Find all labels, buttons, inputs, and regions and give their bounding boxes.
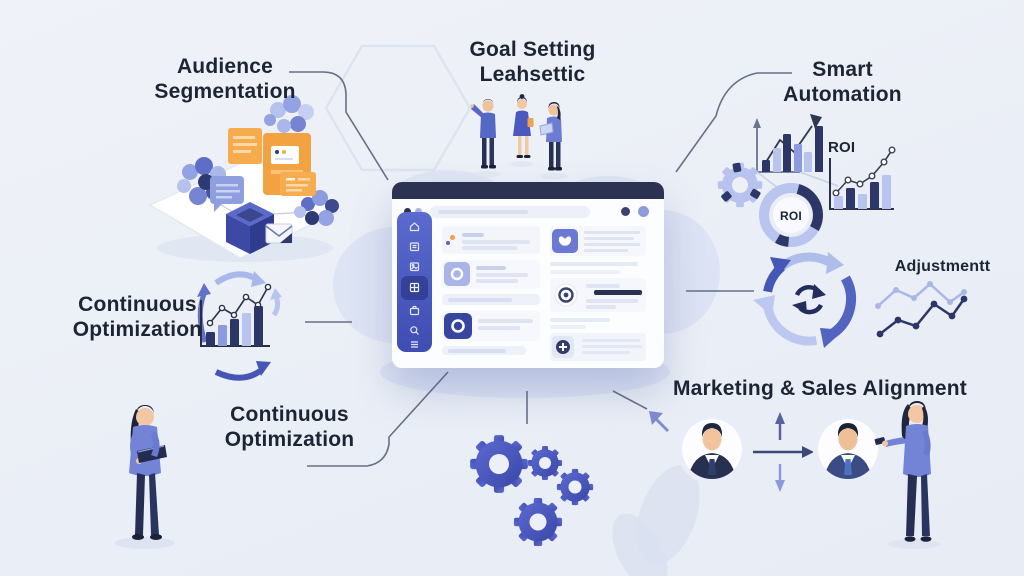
label-line: Continuous bbox=[78, 293, 197, 316]
grid-icon bbox=[409, 282, 420, 293]
smart-automation-bars bbox=[762, 126, 825, 172]
notes-icon bbox=[409, 242, 420, 252]
target-icon bbox=[554, 283, 578, 307]
label-line: Goal Setting bbox=[469, 38, 596, 61]
label-roi-donut: ROI bbox=[769, 209, 813, 223]
label-line: Segmentation bbox=[154, 80, 296, 103]
card-tile-icon bbox=[444, 262, 470, 286]
search-bar bbox=[430, 206, 590, 218]
woman-with-laptop bbox=[115, 405, 175, 549]
dashboard-card bbox=[442, 226, 540, 254]
briefcase-icon bbox=[409, 305, 420, 316]
curved-arrow-icon bbox=[214, 368, 262, 381]
message-card-icon bbox=[228, 128, 262, 164]
connector-smart-automation bbox=[675, 72, 792, 173]
card-tile-icon bbox=[552, 336, 574, 358]
card-tile-icon bbox=[444, 313, 472, 339]
hexagon-outline bbox=[324, 44, 472, 172]
toolbar-circle-icon bbox=[638, 206, 649, 217]
refresh-icon bbox=[792, 284, 826, 315]
label-line: Optimization bbox=[72, 318, 203, 341]
curved-arrow-icon bbox=[214, 271, 258, 286]
marketing-alignment-group bbox=[649, 411, 883, 492]
image-icon bbox=[409, 262, 420, 272]
up-arrow-icon bbox=[775, 412, 785, 424]
dashboard-card bbox=[550, 278, 646, 312]
label-marketing-sales-alignment: Marketing & Sales Alignment bbox=[655, 376, 985, 401]
dashboard-card bbox=[442, 260, 540, 288]
label-line: Automation bbox=[783, 83, 902, 106]
roi-donut-chart bbox=[759, 183, 823, 247]
axis bbox=[829, 158, 894, 210]
label-adjustment: Adjustmentt bbox=[880, 257, 1005, 276]
label-audience-segmentation: Audience Segmentation bbox=[100, 54, 350, 104]
roi-bars bbox=[834, 175, 894, 209]
home-icon bbox=[409, 222, 420, 232]
dashboard-row bbox=[442, 346, 526, 355]
audience-cluster-right bbox=[294, 190, 339, 226]
leaf-shape bbox=[612, 513, 668, 576]
window-dot bbox=[415, 208, 422, 215]
label-continuous-optimization-left: Continuous Optimization bbox=[25, 292, 250, 342]
dashboard-card bbox=[442, 311, 540, 341]
up-left-arrow-icon bbox=[649, 411, 663, 425]
label-line: ROI bbox=[828, 139, 856, 156]
speech-bubble-icon bbox=[210, 176, 244, 212]
axis bbox=[200, 300, 270, 347]
status-dot bbox=[446, 241, 450, 245]
avatar-sales bbox=[813, 414, 883, 484]
audience-segmentation-illustration bbox=[148, 95, 344, 262]
dashboard-sidebar bbox=[397, 212, 432, 352]
curved-arrow-icon bbox=[271, 295, 281, 317]
connector-audience bbox=[289, 71, 389, 181]
label-smart-automation: Smart Automation bbox=[745, 57, 940, 107]
arrow-head bbox=[810, 114, 822, 129]
window-title-bar bbox=[392, 182, 664, 199]
label-line: Continuous bbox=[230, 403, 349, 426]
gear-icon bbox=[717, 162, 763, 208]
label-line: Optimization bbox=[224, 428, 355, 451]
gears-icon bbox=[470, 435, 594, 547]
envelope-icon bbox=[265, 223, 293, 244]
menu-icon bbox=[411, 341, 418, 348]
connector-marketing bbox=[612, 390, 648, 410]
dashboard-row bbox=[442, 294, 540, 305]
dashboard-window bbox=[392, 182, 664, 368]
optimization-chart bbox=[197, 271, 282, 381]
adjustment-line-chart bbox=[875, 281, 968, 338]
person-pointing bbox=[470, 99, 496, 169]
dashboard-card bbox=[550, 333, 646, 361]
dashboard-card bbox=[550, 226, 646, 256]
label-line: ROI bbox=[780, 209, 802, 223]
avatar-marketing bbox=[677, 414, 747, 484]
connector-optimization-bottom bbox=[307, 371, 449, 467]
audience-cluster-top bbox=[264, 95, 314, 133]
label-line: Leahsettic bbox=[479, 63, 586, 86]
connector-lines bbox=[289, 71, 792, 467]
label-line: Marketing & Sales Alignment bbox=[672, 377, 968, 400]
status-dot bbox=[450, 235, 455, 240]
optimization-bars bbox=[206, 306, 266, 346]
search-icon bbox=[410, 326, 419, 335]
goal-setting-people bbox=[470, 94, 567, 179]
label-line: Adjustmentt bbox=[894, 258, 991, 275]
person-with-laptop bbox=[539, 102, 562, 171]
toolbar-circle-icon bbox=[621, 207, 630, 216]
label-roi-chart: ROI bbox=[828, 139, 868, 156]
right-arrow-icon bbox=[802, 446, 814, 458]
window-body bbox=[392, 199, 664, 368]
label-line: Audience bbox=[176, 55, 274, 78]
label-continuous-optimization-bottom: Continuous Optimization bbox=[182, 402, 397, 452]
message-card2-icon bbox=[280, 172, 316, 196]
label-line: Smart bbox=[812, 58, 873, 81]
person-with-tablet bbox=[513, 94, 534, 158]
woman-pointing bbox=[874, 401, 940, 549]
roi-line-chart bbox=[829, 146, 896, 210]
card-tile-icon bbox=[552, 229, 578, 253]
down-arrow-icon bbox=[775, 480, 785, 492]
label-goal-setting: Goal Setting Leahsettic bbox=[425, 37, 640, 87]
window-dot bbox=[404, 208, 411, 215]
cycle-arrows-icon bbox=[753, 252, 857, 348]
